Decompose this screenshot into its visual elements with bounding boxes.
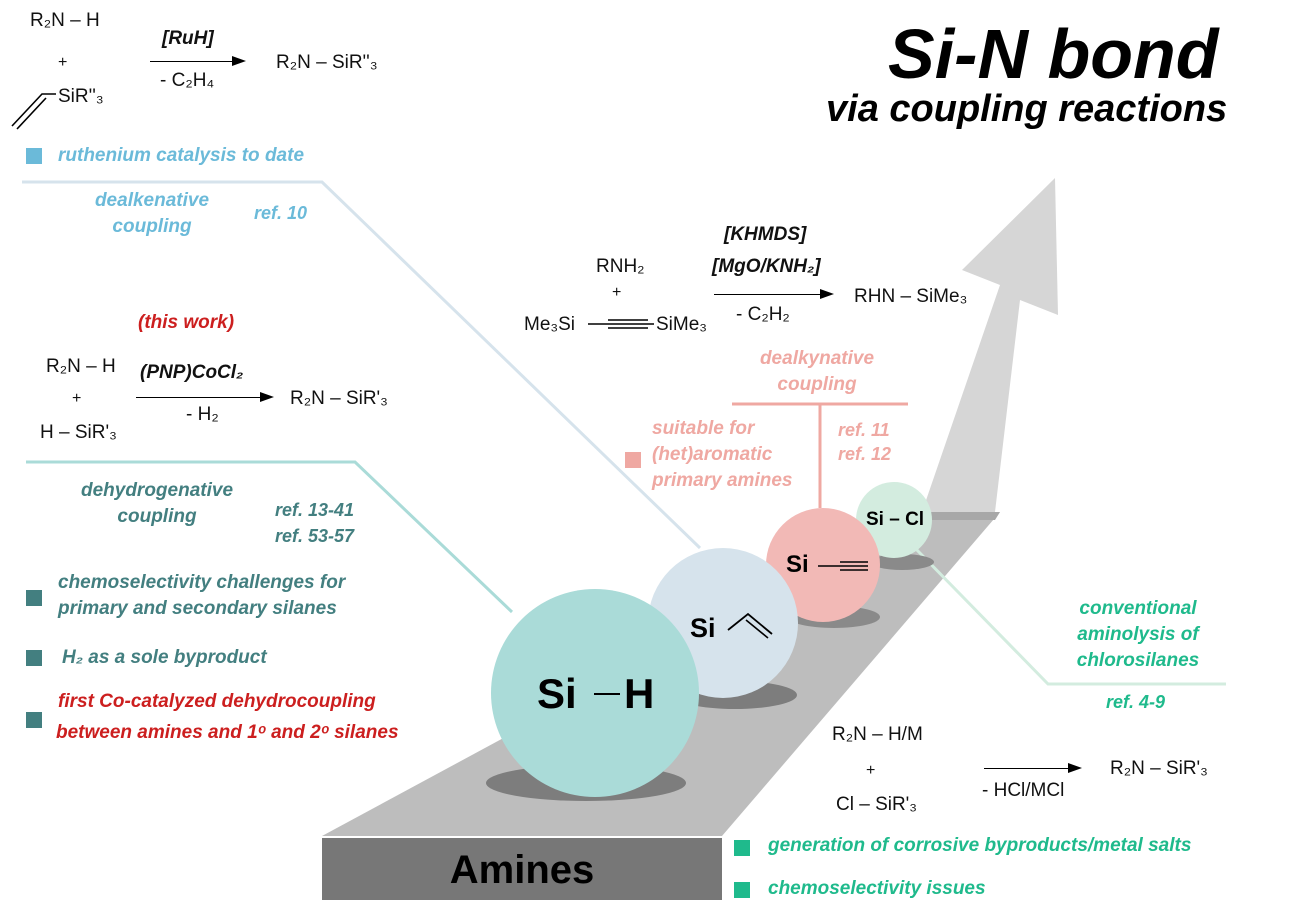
co-bullet-3-line1: first Co-catalyzed dehydrocoupling xyxy=(58,691,376,712)
ru-reactant-vinylsilane: SiR''₃ xyxy=(58,86,104,107)
page-subtitle: via coupling reactions xyxy=(826,88,1228,130)
vinyl-silane-glyph xyxy=(11,93,56,127)
alk-ref-1: ref. 11 xyxy=(838,420,890,440)
alk-byproduct: - C₂H₂ xyxy=(736,304,790,325)
sih-sphere-label-si: Si xyxy=(537,670,577,717)
alk-label-line2: coupling xyxy=(777,374,857,395)
alk-ref-2: ref. 12 xyxy=(838,444,892,464)
sicl-shadow xyxy=(870,554,934,570)
ru-label-line1: dealkenative xyxy=(94,190,210,211)
this-work-tag: (this work) xyxy=(138,312,235,333)
amin-bullet-marker-2 xyxy=(734,882,750,898)
co-catalyst: (PNP)CoCl₂ xyxy=(140,362,244,383)
ru-reactant-amine: R₂N – H xyxy=(30,10,100,31)
co-plus: + xyxy=(72,390,82,407)
page-title: Si-N bond xyxy=(888,15,1219,93)
co-bullet-1-line1: chemoselectivity challenges for xyxy=(58,572,346,593)
alk-reactant-amine: RNH₂ xyxy=(596,256,645,277)
ru-arrowhead xyxy=(232,56,246,66)
alk-note-marker xyxy=(625,452,641,468)
co-bullet-marker-1 xyxy=(26,590,42,606)
sih-sphere-label-h: H xyxy=(624,670,655,717)
co-reaction-arrow xyxy=(136,397,262,398)
co-bullet-marker-2 xyxy=(26,650,42,666)
co-bullet-2: H₂ as a sole byproduct xyxy=(62,647,267,668)
alk-note-line3: primary amines xyxy=(652,470,793,491)
alk-catalyst-2: [MgO/KNH₂] xyxy=(712,256,821,277)
co-reactant-amine: R₂N – H xyxy=(46,356,116,377)
amin-ref: ref. 4-9 xyxy=(1106,692,1166,712)
co-arrowhead xyxy=(260,392,274,402)
co-ref-2: ref. 53-57 xyxy=(275,526,355,546)
co-label-line1: dehydrogenative xyxy=(80,480,234,501)
alk-label-line1: dealkynative xyxy=(759,348,875,369)
rising-arrow xyxy=(922,178,1058,512)
ramp-top xyxy=(920,512,1000,520)
amin-plus: + xyxy=(866,762,876,779)
alk-arrowhead xyxy=(820,289,834,299)
dehydro-leader-line xyxy=(26,460,514,614)
amines-base-label: Amines xyxy=(322,838,722,900)
amin-label-line3: chlorosilanes xyxy=(1076,650,1200,671)
alk-reactant-left: Me₃Si xyxy=(524,314,576,335)
amin-byproduct: - HCl/MCl xyxy=(982,780,1065,801)
ru-plus: + xyxy=(58,54,68,71)
alk-reaction-arrow xyxy=(714,294,822,295)
alk-note-line2: (het)aromatic xyxy=(652,444,773,465)
amin-reactant-chlorosilane: Cl – SiR'₃ xyxy=(836,794,918,815)
ru-bullet-text: ruthenium catalysis to date xyxy=(58,145,305,166)
alk-product: RHN – SiMe₃ xyxy=(854,286,968,307)
ru-catalyst: [RuH] xyxy=(162,28,214,49)
co-reactant-silane: H – SiR'₃ xyxy=(40,422,117,443)
amin-bullet-2: chemoselectivity issues xyxy=(768,878,986,899)
co-byproduct: - H₂ xyxy=(186,404,219,425)
vinyl-sphere-label: Si xyxy=(690,613,716,643)
sicl-leader-line xyxy=(913,546,1226,686)
co-bullet-marker-3 xyxy=(26,712,42,728)
amin-label-line1: conventional xyxy=(1079,598,1197,619)
amin-reaction-arrow xyxy=(984,768,1070,769)
sicl-sphere-label: Si – Cl xyxy=(866,509,925,530)
co-label-line2: coupling xyxy=(117,506,197,527)
alk-reactant-right: SiMe₃ xyxy=(656,314,708,335)
amin-reactant-amine: R₂N – H/M xyxy=(832,724,923,745)
sicl-sphere xyxy=(856,482,932,558)
ru-ref: ref. 10 xyxy=(254,203,308,223)
co-product: R₂N – SiR'₃ xyxy=(290,388,388,409)
amin-bullet-marker-1 xyxy=(734,840,750,856)
alk-note-line1: suitable for xyxy=(652,418,755,439)
vinyl-bond-glyph xyxy=(727,612,773,635)
amin-product: R₂N – SiR'₃ xyxy=(1110,758,1208,779)
alk-catalyst-1: [KHMDS] xyxy=(724,224,807,245)
ru-bullet-marker xyxy=(26,148,42,164)
amin-arrowhead xyxy=(1068,763,1082,773)
ru-product: R₂N – SiR''₃ xyxy=(276,52,378,73)
alkyne-sphere xyxy=(766,508,880,622)
amin-label-line2: aminolysis of xyxy=(1077,624,1199,645)
amin-bullet-1: generation of corrosive byproducts/metal… xyxy=(768,835,1192,856)
alk-plus: + xyxy=(612,284,622,301)
ru-reaction-arrow xyxy=(150,61,234,62)
alkyne-sphere-label: Si xyxy=(786,551,809,578)
ru-byproduct: - C₂H₄ xyxy=(160,70,215,91)
ru-label-line2: coupling xyxy=(112,216,192,237)
co-ref-1: ref. 13-41 xyxy=(275,500,355,520)
ruthenium-leader-line xyxy=(22,180,702,550)
co-bullet-3-line2: between amines and 1ᵒ and 2ᵒ silanes xyxy=(56,722,399,743)
co-bullet-1-line2: primary and secondary silanes xyxy=(58,598,337,619)
